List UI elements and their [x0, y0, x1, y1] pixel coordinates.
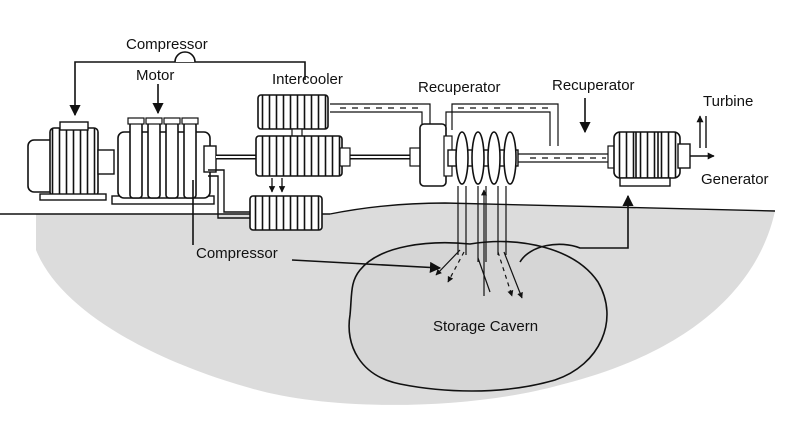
intercooler-top [257, 94, 329, 138]
flow-pipe-top [330, 103, 431, 124]
return-line-generator [519, 194, 634, 263]
flow-pipe-top-2 [330, 111, 423, 124]
wiring-line [69, 61, 185, 117]
cavern-flow-left-dash [447, 251, 465, 283]
intercooler-bottom [249, 195, 323, 231]
cavern-flow-right [503, 251, 523, 299]
storage-cavern [348, 240, 608, 392]
flow-pipe-right [445, 111, 551, 146]
ground-surface-line-right [329, 202, 776, 215]
pipe-compressor-to-cooler [208, 169, 250, 213]
label-intercooler: Intercooler [272, 71, 343, 88]
flow-pipe-right-2 [451, 103, 559, 146]
multistage-compressor [111, 117, 217, 205]
label-recuperator-left: Recuperator [418, 79, 501, 96]
compressor-bottom-arrow [291, 259, 442, 274]
wiring-line-right [185, 61, 306, 80]
label-compressor-bottom: Compressor [196, 245, 278, 262]
turbine-generator [607, 131, 691, 187]
recuperator-unit [409, 123, 453, 187]
label-storage-cavern: Storage Cavern [433, 318, 538, 335]
expander-stages [447, 131, 519, 185]
electric-motor [27, 121, 115, 201]
wiring-node [174, 51, 196, 63]
label-compressor-top: Compressor [126, 36, 208, 53]
pipe-compressor-to-cooler-2 [208, 175, 250, 219]
label-motor: Motor [136, 67, 174, 84]
label-turbine: Turbine [703, 93, 753, 110]
label-generator: Generator [701, 171, 769, 188]
intercooler-middle [255, 135, 351, 177]
label-recuperator-right: Recuperator [552, 77, 635, 94]
